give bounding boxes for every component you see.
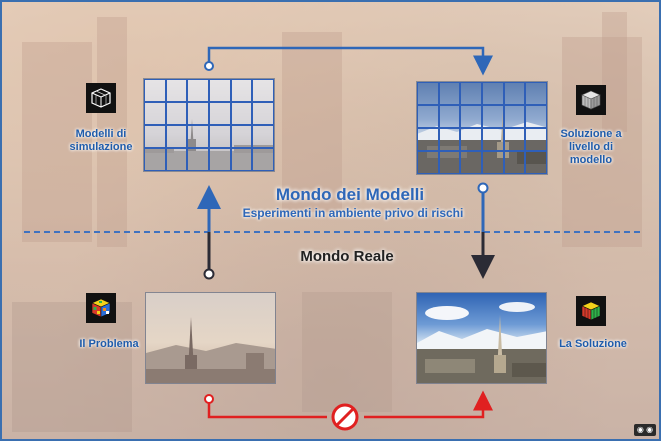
label-problema: Il Problema — [79, 338, 139, 350]
mondo-reale-title: Mondo Reale — [300, 248, 394, 265]
problem-to-solution-arrow — [204, 390, 493, 419]
no-entry-icon — [331, 403, 359, 431]
model-to-model-arrow — [204, 46, 493, 76]
mondo-modelli-subtitle: Esperimenti in ambiente privo di rischi — [242, 206, 464, 220]
rubik-cube-solved-icon — [576, 296, 606, 326]
mondo-modelli-title: Mondo dei Modelli — [275, 185, 425, 204]
wireframe-cube-icon — [86, 83, 116, 113]
label-soluzione-modello: Soluzione a livello di modello — [560, 128, 622, 166]
model-solution-grid-image — [416, 81, 548, 175]
problem-image — [145, 292, 276, 384]
label-soluzione: La Soluzione — [559, 338, 627, 350]
solution-image — [416, 292, 547, 384]
problem-to-model-arrow — [197, 185, 221, 280]
label-modelli-simulazione: Modelli di simulazione — [69, 128, 133, 153]
model-to-solution-arrow — [471, 182, 495, 279]
grey-cube-icon — [576, 85, 606, 115]
world-divider-line — [24, 231, 640, 233]
slide-controls[interactable]: ◉ ◉ — [634, 424, 656, 436]
model-grid-image — [143, 78, 275, 172]
rubik-cube-scrambled-icon — [86, 293, 116, 323]
